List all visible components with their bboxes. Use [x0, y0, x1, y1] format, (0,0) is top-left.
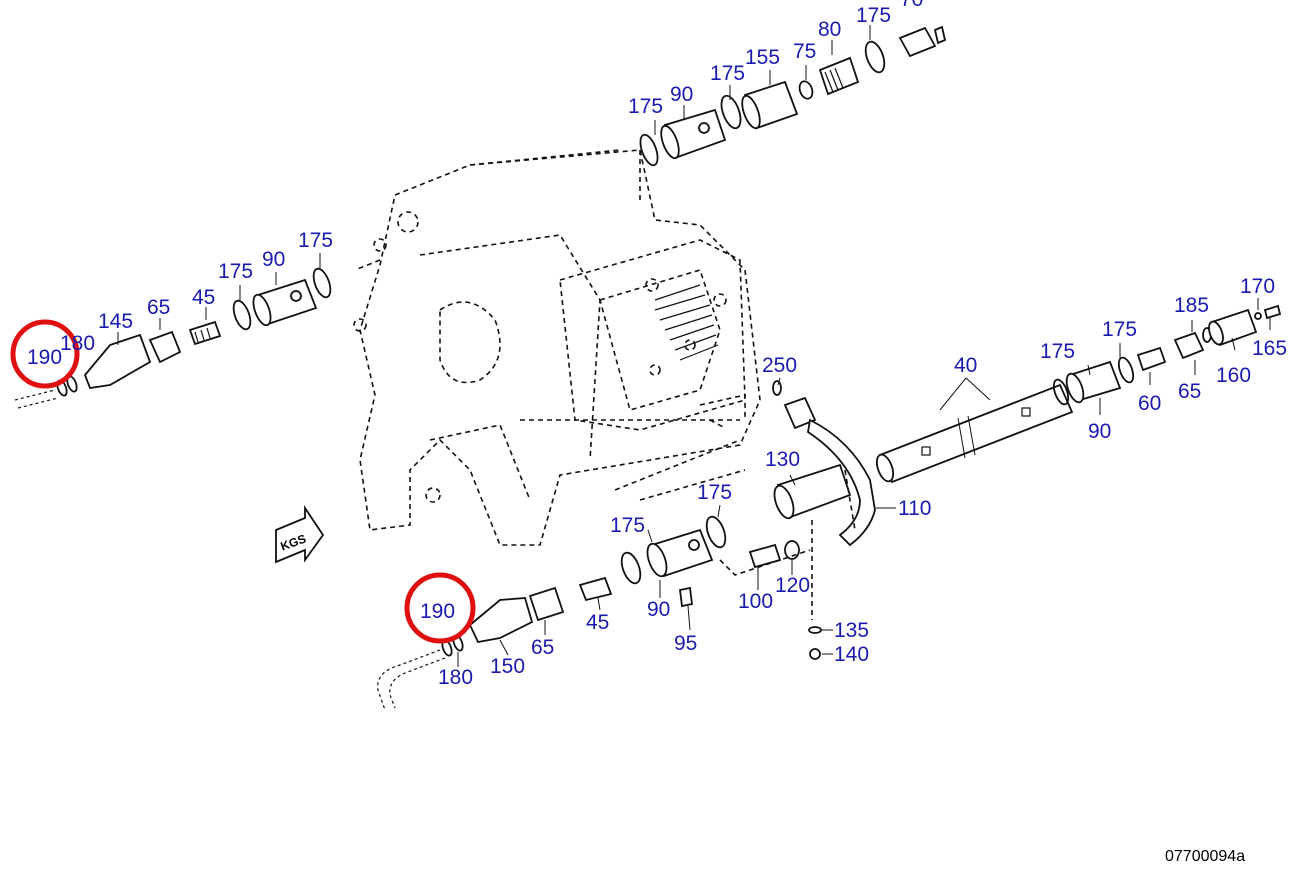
top-injector-assembly: [639, 25, 947, 167]
callout-150: 150: [490, 655, 525, 678]
callout-175: 175: [610, 514, 645, 537]
callout-135: 135: [834, 619, 869, 642]
drawing-number: 07700094a: [1165, 848, 1245, 865]
callout-185: 185: [1174, 294, 1209, 317]
hatched-block-area: [654, 284, 719, 361]
callout-labels: 70 175 80 75 155 175 90 175 175 175 90 4…: [27, 0, 1287, 689]
callout-175: 175: [1102, 318, 1137, 341]
callout-45: 45: [586, 611, 609, 634]
callout-190: 190: [420, 600, 455, 623]
callout-140: 140: [834, 643, 869, 666]
callout-110: 110: [898, 497, 931, 520]
callout-155: 155: [745, 46, 780, 69]
callout-165: 165: [1252, 337, 1287, 360]
highlight-circle-190-bottom: [404, 572, 476, 644]
callout-190: 190: [27, 346, 62, 369]
left-injector-assembly: [14, 267, 332, 409]
kgs-direction-arrow: KGS: [275, 505, 325, 564]
callout-180: 180: [438, 666, 473, 689]
callout-160: 160: [1216, 364, 1251, 387]
callout-45: 45: [192, 286, 215, 309]
callout-60: 60: [1138, 392, 1161, 415]
leader-lines: [117, 25, 1271, 667]
callout-90: 90: [1088, 420, 1111, 443]
lower-center-assembly: [377, 380, 876, 711]
callout-100: 100: [738, 590, 773, 613]
callout-65: 65: [147, 296, 170, 319]
callout-145: 145: [98, 310, 133, 333]
callout-120: 120: [775, 574, 810, 597]
callout-90: 90: [262, 248, 285, 271]
callout-40: 40: [954, 354, 977, 377]
callout-175: 175: [298, 229, 333, 252]
callout-90: 90: [647, 598, 670, 621]
callout-80: 80: [818, 18, 841, 41]
callout-180: 180: [60, 332, 95, 355]
callout-65: 65: [531, 636, 554, 659]
callout-90: 90: [670, 83, 693, 106]
callout-175: 175: [1040, 340, 1075, 363]
callout-175: 175: [856, 4, 891, 27]
callout-65: 65: [1178, 380, 1201, 403]
callout-95: 95: [674, 632, 697, 655]
callout-175: 175: [218, 260, 253, 283]
highlight-markers: [10, 319, 476, 644]
callout-175: 175: [697, 481, 732, 504]
engine-block-outline: [353, 149, 761, 546]
callout-175: 175: [628, 95, 663, 118]
callout-70: 70: [900, 0, 923, 11]
callout-130: 130: [765, 448, 800, 471]
callout-175: 175: [710, 62, 745, 85]
callout-75: 75: [793, 40, 816, 63]
fuel-rail-assembly: [875, 304, 1282, 484]
highlight-circle-190-left: [10, 319, 80, 389]
callout-250: 250: [762, 354, 797, 377]
callout-170: 170: [1240, 275, 1275, 298]
